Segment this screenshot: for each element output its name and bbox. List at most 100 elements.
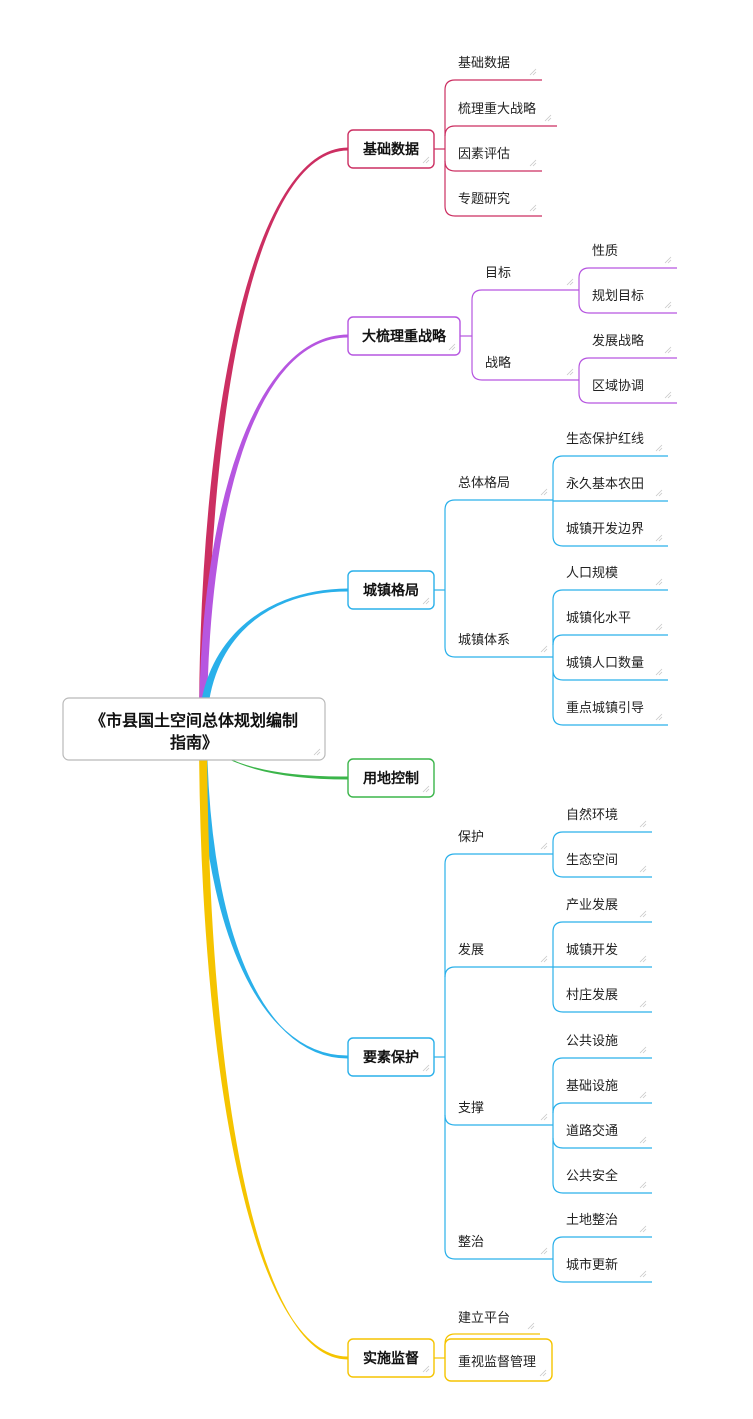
comb-link	[552, 714, 668, 726]
collapse-mark	[540, 645, 548, 653]
comb-link	[444, 499, 553, 511]
collapse-mark	[529, 204, 537, 212]
leaf-node[interactable]: 梳理重大战略	[458, 101, 536, 117]
branch-label: 城镇格局	[363, 582, 419, 599]
branch-node[interactable]: 要素保护	[347, 1037, 435, 1077]
comb-link	[552, 669, 668, 681]
branch-node[interactable]: 城镇格局	[347, 570, 435, 610]
leaf-node[interactable]: 公共安全	[566, 1168, 618, 1184]
collapse-mark	[655, 489, 663, 497]
collapse-mark	[529, 159, 537, 167]
leaf-node-boxed[interactable]: 重视监督管理	[444, 1338, 553, 1382]
collapse-mark	[655, 668, 663, 676]
leaf-node[interactable]: 建立平台	[458, 1311, 510, 1326]
comb-link	[444, 160, 542, 172]
collapse-mark	[655, 534, 663, 542]
leaf-node[interactable]: 城市更新	[566, 1257, 618, 1273]
collapse-mark	[655, 623, 663, 631]
leaf-node[interactable]: 城镇人口数量	[566, 656, 644, 671]
sub-node[interactable]: 整治	[458, 1235, 484, 1250]
comb-link	[552, 1057, 652, 1069]
comb-link	[552, 634, 668, 646]
collapse-mark	[422, 156, 430, 164]
collapse-mark	[664, 391, 672, 399]
sub-node[interactable]: 支撑	[458, 1101, 484, 1116]
branch-connector	[198, 727, 349, 1360]
leaf-node[interactable]: 基础设施	[566, 1079, 618, 1094]
comb-link	[578, 267, 677, 279]
leaf-node[interactable]: 公共设施	[566, 1034, 618, 1049]
leaf-node[interactable]: 发展战略	[592, 333, 644, 349]
leaf-node[interactable]: 性质	[592, 244, 618, 259]
comb-link	[552, 831, 652, 843]
collapse-mark	[539, 1369, 547, 1377]
branch-node[interactable]: 基础数据	[347, 129, 435, 169]
collapse-mark	[639, 820, 647, 828]
leaf-node[interactable]: 人口规模	[566, 566, 618, 581]
collapse-mark	[664, 301, 672, 309]
collapse-mark	[540, 842, 548, 850]
collapse-mark	[639, 1091, 647, 1099]
collapse-mark	[566, 278, 574, 286]
collapse-mark	[422, 1064, 430, 1072]
comb-link	[552, 1102, 652, 1114]
comb-link	[444, 646, 553, 658]
branch-connector	[198, 147, 349, 729]
collapse-mark	[639, 1000, 647, 1008]
leaf-node[interactable]: 道路交通	[566, 1123, 618, 1139]
leaf-node[interactable]: 永久基本农田	[566, 477, 644, 492]
comb-link	[552, 921, 652, 933]
comb-link	[552, 1236, 652, 1248]
leaf-node[interactable]: 重点城镇引导	[566, 700, 644, 716]
collapse-mark	[540, 955, 548, 963]
root-title-line2: 指南》	[170, 733, 218, 752]
sub-node[interactable]: 总体格局	[458, 475, 510, 491]
leaf-node[interactable]: 城镇化水平	[566, 611, 631, 626]
leaf-label: 重视监督管理	[458, 1354, 536, 1370]
sub-node[interactable]: 战略	[485, 355, 511, 371]
leaf-node[interactable]: 因素评估	[458, 147, 510, 162]
branch-node[interactable]: 用地控制	[347, 758, 435, 798]
collapse-mark	[639, 1136, 647, 1144]
comb-link	[578, 357, 677, 369]
comb-link	[444, 1248, 553, 1260]
comb-link	[578, 392, 677, 404]
collapse-mark	[313, 748, 321, 756]
comb-link	[552, 1001, 652, 1013]
leaf-node[interactable]: 规划目标	[592, 289, 644, 304]
root-title-line1: 《市县国土空间总体规划编制	[90, 711, 298, 730]
branch-label: 要素保护	[363, 1049, 419, 1066]
leaf-node[interactable]: 自然环境	[566, 807, 618, 823]
sub-node[interactable]: 城镇体系	[458, 633, 510, 648]
branch-node[interactable]: 实施监督	[347, 1338, 435, 1378]
leaf-node[interactable]: 生态保护红线	[566, 431, 644, 447]
sub-node[interactable]: 保护	[458, 830, 484, 845]
collapse-mark	[655, 444, 663, 452]
comb-link	[552, 1137, 652, 1149]
sub-node[interactable]: 发展	[458, 942, 484, 958]
leaf-node[interactable]: 村庄发展	[566, 987, 618, 1003]
comb-link	[552, 866, 652, 878]
collapse-mark	[540, 1113, 548, 1121]
leaf-node[interactable]: 产业发展	[566, 897, 618, 913]
comb-link	[444, 1114, 553, 1126]
collapse-mark	[639, 955, 647, 963]
collapse-mark	[529, 68, 537, 76]
collapse-mark	[422, 785, 430, 793]
comb-link	[578, 302, 677, 314]
collapse-mark	[639, 910, 647, 918]
collapse-mark	[639, 1270, 647, 1278]
leaf-node[interactable]: 基础数据	[458, 56, 510, 71]
leaf-node[interactable]: 生态空间	[566, 853, 618, 868]
comb-link	[444, 853, 553, 865]
leaf-node[interactable]: 土地整治	[566, 1213, 618, 1228]
branch-node[interactable]: 大梳理重战略	[347, 316, 461, 356]
leaf-node[interactable]: 城镇开发边界	[566, 521, 644, 537]
leaf-node[interactable]: 专题研究	[458, 192, 510, 207]
leaf-node[interactable]: 城镇开发	[566, 942, 618, 958]
sub-node[interactable]: 目标	[485, 266, 511, 281]
leaf-node[interactable]: 区域协调	[592, 379, 644, 394]
comb-link	[444, 125, 557, 137]
